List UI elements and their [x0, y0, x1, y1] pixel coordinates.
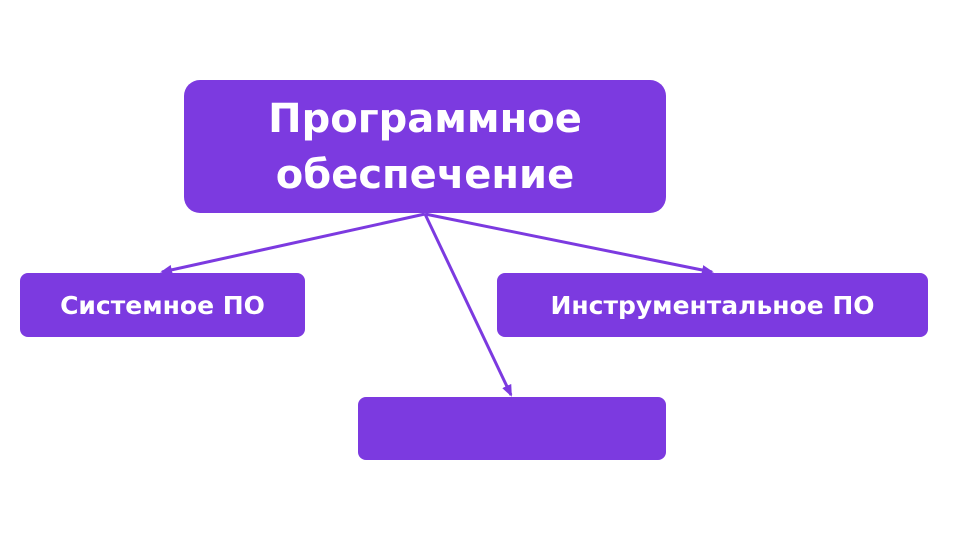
root-node-software: Программное обеспечение	[184, 80, 666, 213]
child-node-label: Системное ПО	[60, 290, 265, 320]
child-node-system-software: Системное ПО	[20, 273, 305, 337]
root-node-label: Программное обеспечение	[268, 95, 582, 198]
child-node-tool-software: Инструментальное ПО	[497, 273, 928, 337]
child-node-label: Инструментальное ПО	[550, 290, 875, 320]
arrow-to-tools	[424, 212, 714, 275]
child-node-empty	[358, 397, 666, 460]
arrow-to-applied	[423, 213, 513, 397]
arrow-to-system	[160, 212, 426, 275]
